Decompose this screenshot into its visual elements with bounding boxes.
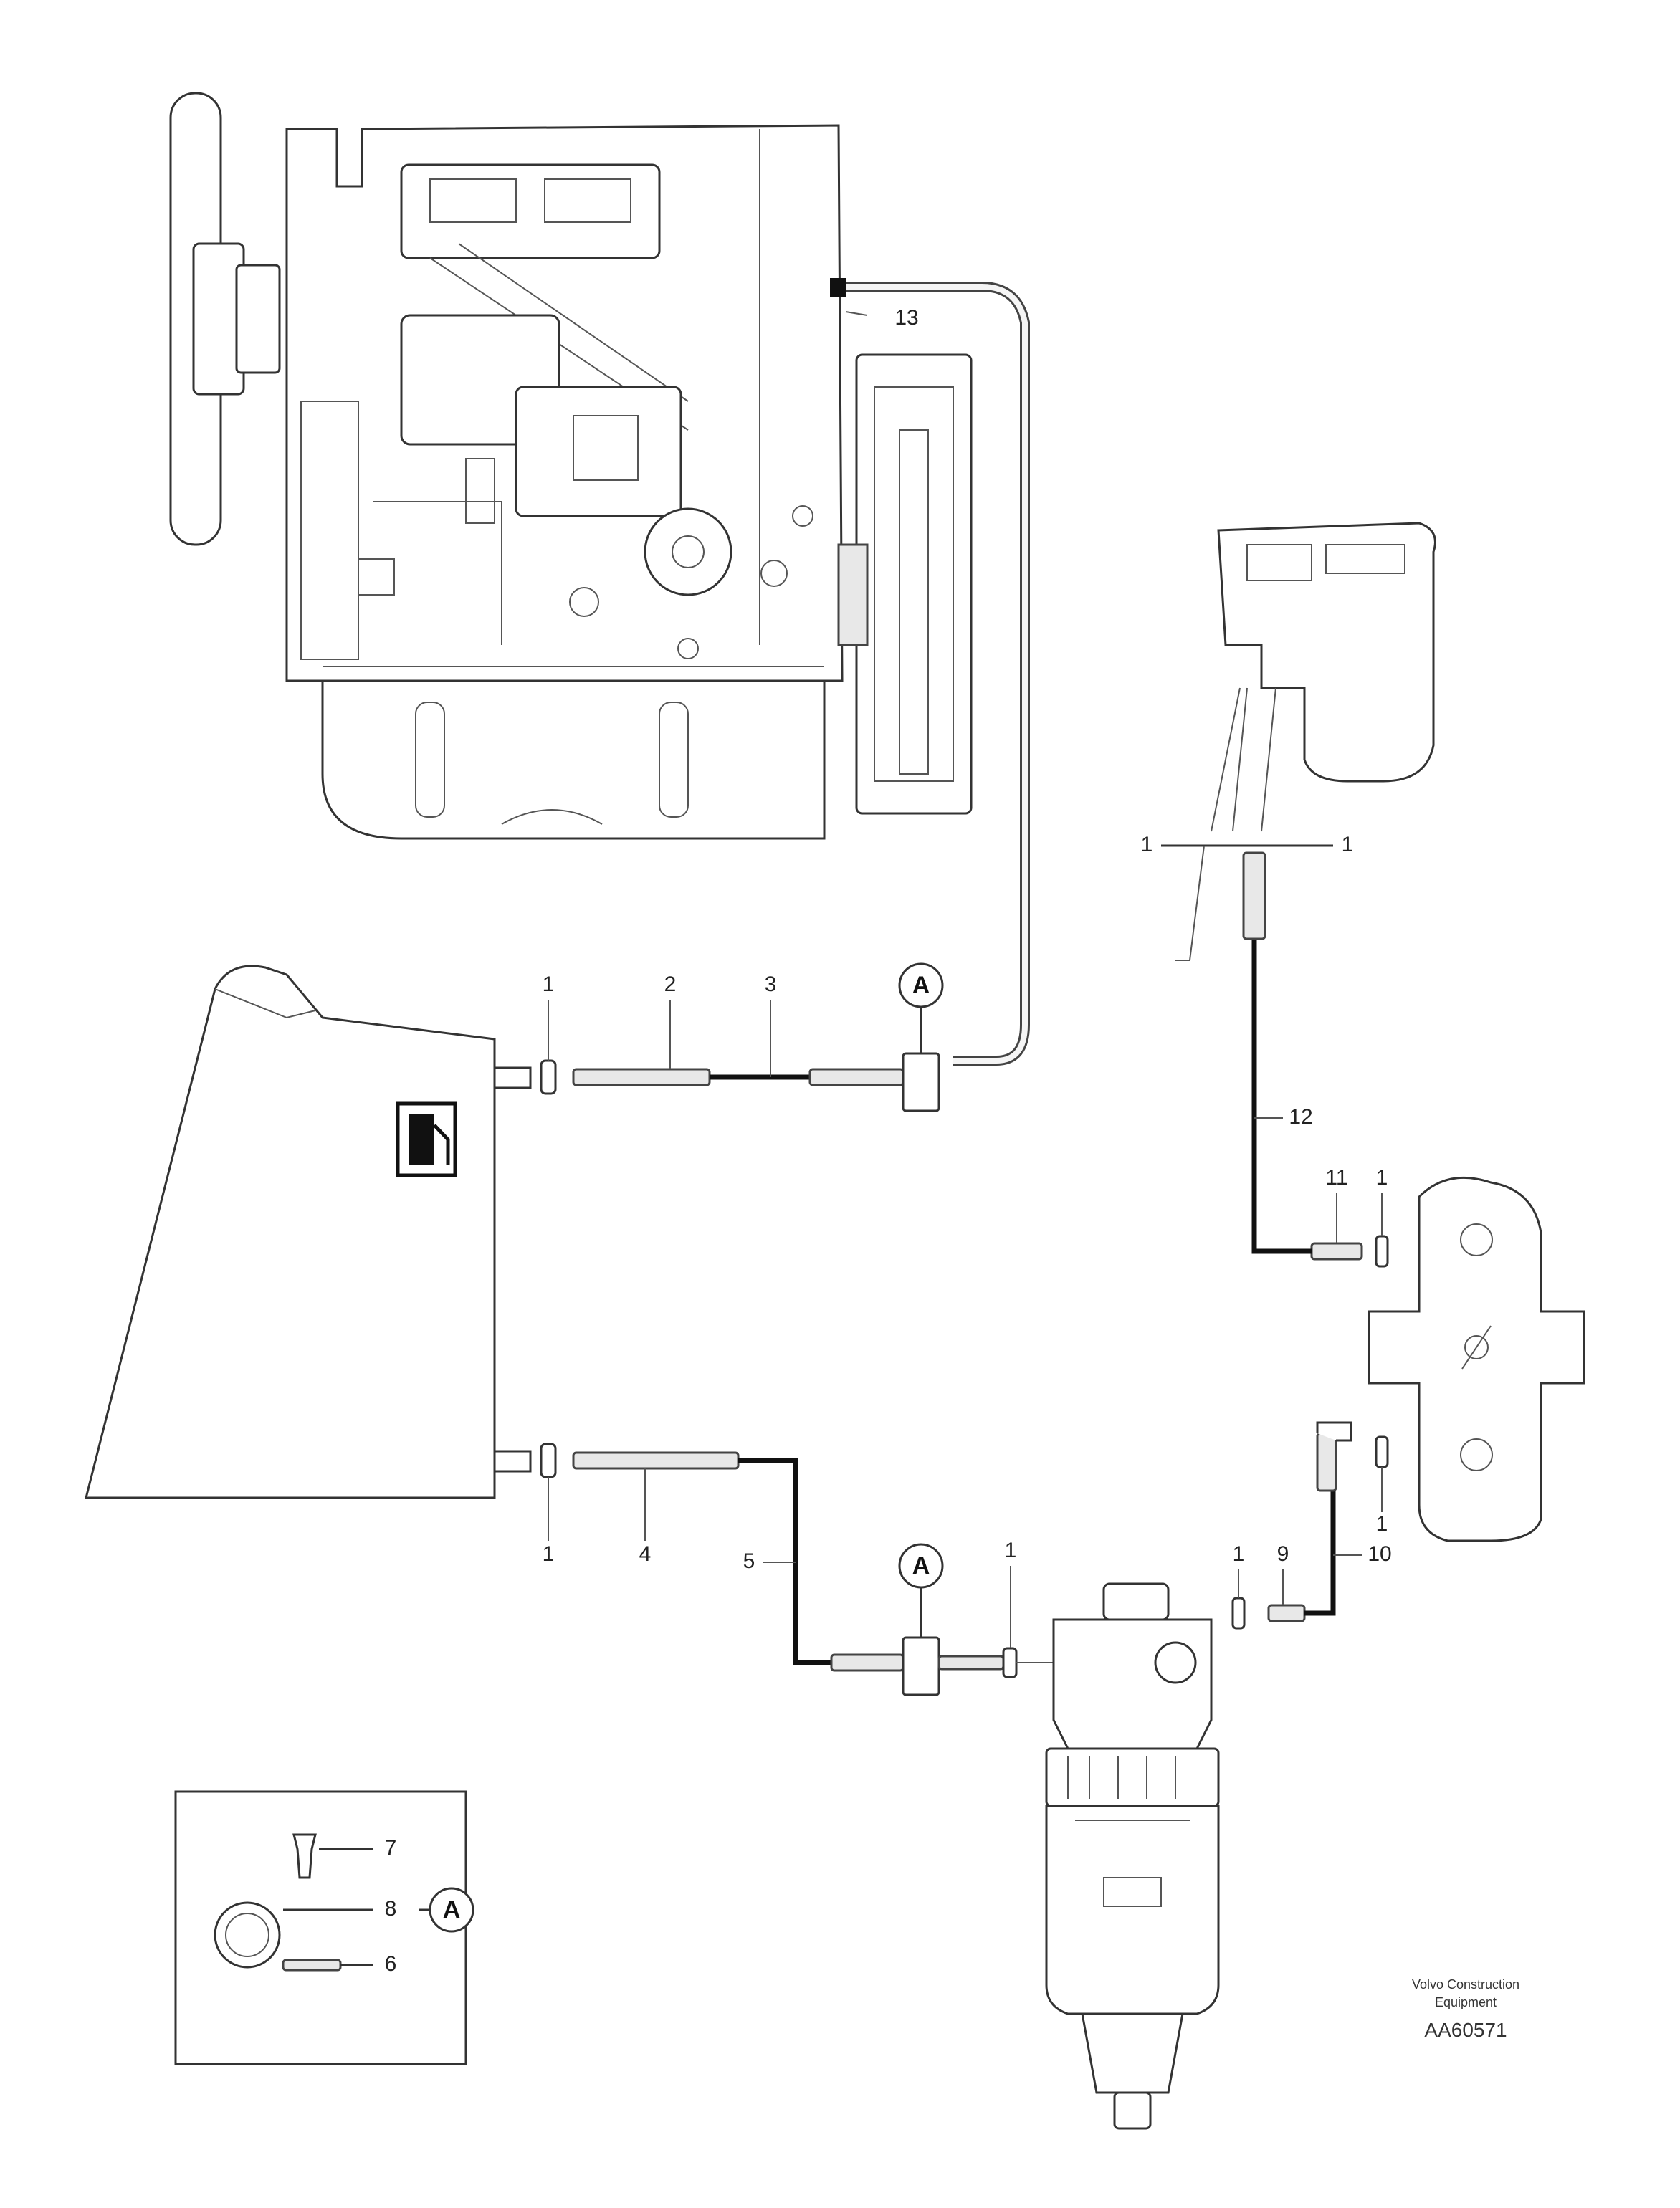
injection-unit [1211, 522, 1436, 832]
callout-5: 5 [743, 1549, 755, 1573]
callout-11: 11 [1325, 1166, 1347, 1190]
callout-1-filter-outlet: 1 [1233, 1542, 1245, 1566]
detail-marker-lower: A [912, 1552, 930, 1579]
callout-2: 2 [664, 972, 677, 996]
detail-marker-box: A [443, 1896, 461, 1923]
engine [169, 92, 973, 840]
callout-3: 3 [765, 972, 777, 996]
pump-to-injector-line [1161, 844, 1363, 1261]
lower-fuel-line [540, 1443, 1054, 1696]
callout-4: 4 [639, 1542, 652, 1566]
callout-1-lower-tank: 1 [543, 1542, 555, 1566]
callout-1-injection-right: 1 [1342, 833, 1354, 856]
callout-labels: 1 2 3 1 4 5 1 1 9 10 1 1 1 11 12 13 1 7 … [385, 306, 1392, 1976]
feed-pump [1368, 1176, 1585, 1542]
callout-7: 7 [385, 1836, 397, 1860]
upper-fuel-line [540, 962, 944, 1112]
callout-6: 6 [385, 1952, 397, 1976]
callout-9: 9 [1277, 1542, 1289, 1566]
detail-a-box [174, 1790, 474, 2065]
callout-10: 10 [1368, 1542, 1391, 1566]
callout-1-pump-outlet: 1 [1376, 1166, 1388, 1190]
callout-1-injection-left: 1 [1141, 833, 1153, 856]
callout-12: 12 [1289, 1105, 1312, 1129]
callout-1-filter-inlet: 1 [1005, 1539, 1017, 1562]
footer-line-2: Equipment [1435, 1995, 1497, 2009]
fuel-filter [1045, 1421, 1352, 2130]
footer-line-1: Volvo Construction [1412, 1977, 1519, 1992]
fuel-tank [85, 965, 532, 1499]
footer-code: AA60571 [1424, 2019, 1507, 2041]
callout-1-pump-inlet: 1 [1376, 1512, 1388, 1536]
callout-8: 8 [385, 1897, 397, 1921]
callout-13: 13 [894, 306, 918, 330]
callout-1-upper-tank: 1 [543, 972, 555, 996]
detail-marker-upper: A [912, 972, 930, 999]
callout-leaders [548, 311, 1383, 1648]
